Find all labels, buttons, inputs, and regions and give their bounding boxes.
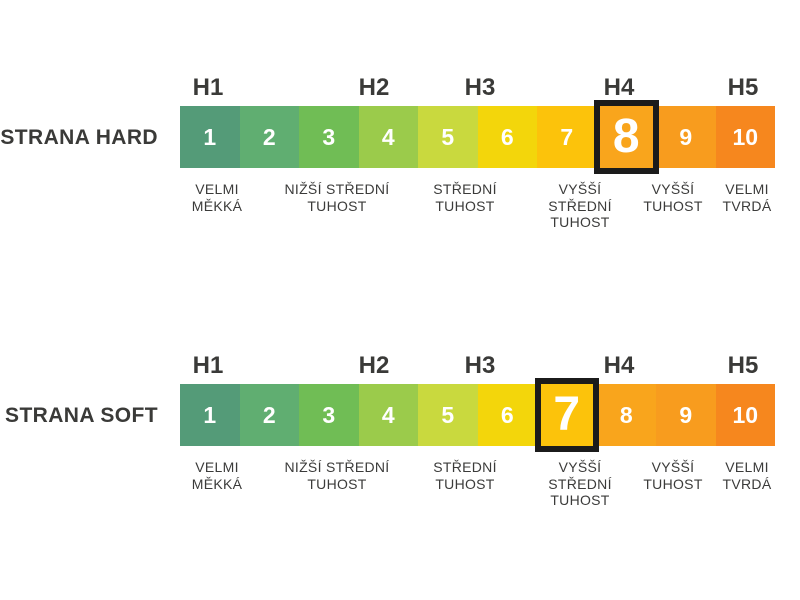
hardness-cell-9: 9 [656,384,716,446]
h-category-label-h5: H5 [727,74,759,101]
firmness-description-line: TUHOST [307,197,367,214]
cell-number-9: 9 [679,123,693,150]
cell-number-8: 8 [619,401,633,428]
firmness-description-line: STŘEDNÍ [548,197,612,214]
h-category-label-h3: H3 [464,74,496,101]
firmness-description-line: STŘEDNÍ [433,181,497,197]
firmness-description-line: TUHOST [550,492,610,508]
hardness-cell-1: 1 [180,106,240,168]
firmness-description-line: TUHOST [435,475,495,492]
cell-number-10: 10 [732,401,759,428]
firmness-description-line: NIŽŠÍ STŘEDNÍ [284,459,390,475]
hardness-cell-2: 2 [239,384,299,446]
h-category-label-h2: H2 [358,352,390,379]
hardness-cell-9: 9 [656,106,716,168]
cell-number-4: 4 [381,123,395,150]
cell-number-10: 10 [732,123,759,150]
cell-number-3: 3 [322,401,336,428]
hardness-cell-8: 8 [596,106,656,168]
hardness-cell-7: 7 [537,384,597,446]
hardness-cell-10: 10 [715,106,775,168]
hardness-cell-8: 8 [596,384,656,446]
firmness-description-line: VELMI [725,181,769,197]
hardness-cell-1: 1 [180,384,240,446]
h-category-label-h1: H1 [192,352,224,379]
firmness-description-line: TUHOST [307,475,367,492]
cell-number-8: 8 [612,110,640,163]
cell-number-6: 6 [500,401,514,428]
h-category-label-h3: H3 [464,352,496,379]
firmness-description-line: VELMI [725,459,769,475]
hardness-cell-3: 3 [299,384,359,446]
h-category-label-h4: H4 [603,74,635,101]
firmness-description-line: TUHOST [435,197,495,214]
firmness-description-line: VELMI [195,181,239,197]
hardness-cell-7: 7 [537,106,597,168]
firmness-description-line: NIŽŠÍ STŘEDNÍ [284,181,390,197]
h-category-label-h5: H5 [727,352,759,379]
h-category-label-h2: H2 [358,74,390,101]
cell-number-6: 6 [500,123,514,150]
cell-number-2: 2 [262,123,276,150]
cell-number-1: 1 [203,401,217,428]
cell-number-9: 9 [679,401,693,428]
hardness-strip-soft: 1 2 3 4 5 6 7 8 9 10 [180,384,775,446]
hardness-cell-6: 6 [477,384,537,446]
cell-number-7: 7 [560,123,574,150]
cell-number-4: 4 [381,401,395,428]
scale-title-soft: STRANA SOFT [5,404,158,427]
firmness-description-line: VELMI [195,459,239,475]
firmness-description-line: TUHOST [643,197,703,214]
cell-number-3: 3 [322,123,336,150]
h-category-label-h1: H1 [192,74,224,101]
hardness-cell-4: 4 [358,384,418,446]
cell-number-2: 2 [262,401,276,428]
hardness-cell-3: 3 [299,106,359,168]
firmness-description-line: TVRDÁ [722,197,772,214]
firmness-description-line: STŘEDNÍ [433,459,497,475]
hardness-cell-6: 6 [477,106,537,168]
firmness-description-line: TVRDÁ [722,475,772,492]
cell-number-5: 5 [441,401,455,428]
cell-number-1: 1 [203,123,217,150]
scale-title-hard: STRANA HARD [0,126,158,149]
firmness-description-line: VYŠŠÍ [558,181,602,197]
firmness-description-line: TUHOST [643,475,703,492]
firmness-description-line: VYŠŠÍ [651,181,695,197]
firmness-description-line: STŘEDNÍ [548,475,612,492]
hardness-cell-4: 4 [358,106,418,168]
firmness-description-line: TUHOST [550,214,610,230]
hardness-cell-2: 2 [239,106,299,168]
hardness-cell-5: 5 [418,106,478,168]
hardness-strip-hard: 1 2 3 4 5 6 7 8 9 10 [180,106,775,168]
firmness-description-line: VYŠŠÍ [558,459,602,475]
hardness-cell-10: 10 [715,384,775,446]
h-category-label-h4: H4 [603,352,635,379]
cell-number-5: 5 [441,123,455,150]
firmness-description-line: MĚKKÁ [191,475,243,492]
hardness-cell-5: 5 [418,384,478,446]
cell-number-7: 7 [553,388,581,441]
firmness-description-line: MĚKKÁ [191,197,243,214]
firmness-description-line: VYŠŠÍ [651,459,695,475]
